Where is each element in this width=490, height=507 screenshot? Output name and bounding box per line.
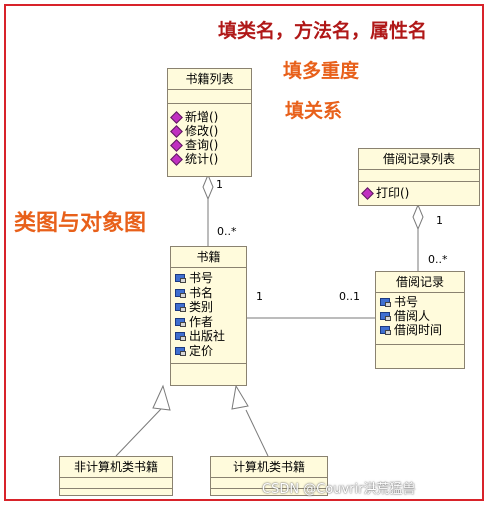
attribute-row: 作者 [171,315,246,330]
operation-row: 打印() [359,186,479,200]
attributes-section: 书号 书名 类别 作者 出版社 定价 [171,268,246,364]
class-name: 计算机类书籍 [211,457,327,478]
attributes-section: 书号 借阅人 借阅时间 [376,293,464,345]
class-borrow-record[interactable]: 借阅记录 书号 借阅人 借阅时间 [375,271,465,369]
attribute-label: 借阅人 [394,309,431,323]
multiplicity-book-many: 0..* [217,225,237,238]
attribute-row: 类别 [171,300,246,315]
operation-row: 修改() [168,124,251,138]
operation-icon [361,186,374,200]
class-non-cs-book[interactable]: 非计算机类书籍 [59,456,173,496]
operation-icon [170,138,183,152]
attribute-icon [380,298,391,307]
attribute-label: 书号 [394,295,419,309]
attribute-row: 定价 [171,344,246,359]
attribute-row: 书号 [376,295,464,309]
attributes-section [359,170,479,182]
generalization-arrow-right [231,384,249,410]
attribute-label: 书号 [189,271,214,286]
attribute-label: 书名 [189,285,214,300]
note-fill-names: 填类名，方法名，属性名 [218,20,428,42]
attributes-section [211,478,327,489]
diagram-title: 类图与对象图 [14,210,147,236]
operation-icon [170,152,183,166]
operations-section: 打印() [359,182,479,200]
operation-label: 打印() [376,186,410,200]
operation-icon [170,124,183,138]
attribute-label: 定价 [189,343,214,358]
generalization-noncs [115,408,162,457]
class-borrow-list[interactable]: 借阅记录列表 打印() [358,148,480,206]
class-book[interactable]: 书籍 书号 书名 类别 作者 出版社 定价 [170,246,247,386]
attribute-icon [175,274,186,284]
attribute-icon [175,332,186,342]
operation-row: 查询() [168,138,251,152]
attribute-row: 借阅时间 [376,323,464,337]
attribute-row: 出版社 [171,329,246,344]
attribute-row: 书名 [171,286,246,301]
attribute-icon [175,303,186,313]
operation-label: 统计() [185,152,219,166]
attribute-icon [175,317,186,327]
attribute-row: 书号 [171,271,246,286]
class-name: 借阅记录列表 [359,149,479,170]
aggregation-diamond-borrowlist [412,203,424,231]
attribute-icon [380,312,391,321]
multiplicity-borrow-many: 0..* [428,253,448,266]
generalization-arrow-left [152,384,171,411]
multiplicity-borrow-assoc: 0..1 [339,290,360,303]
attribute-label: 借阅时间 [394,323,443,337]
attribute-label: 作者 [189,314,214,329]
operations-section: 新增() 修改() 查询() 统计() [168,104,251,166]
attribute-icon [175,288,186,298]
attribute-label: 类别 [189,300,214,315]
class-name: 非计算机类书籍 [60,457,172,478]
attributes-section [168,90,251,104]
operation-label: 新增() [185,110,219,124]
class-name: 借阅记录 [376,272,464,293]
class-name: 书籍列表 [168,69,251,90]
note-fill-relations: 填关系 [285,100,343,122]
note-fill-multiplicity: 填多重度 [283,60,360,82]
operation-row: 统计() [168,152,251,166]
aggregation-diamond-booklist [202,173,214,201]
class-cs-book[interactable]: 计算机类书籍 [210,456,328,496]
operation-icon [170,110,183,124]
multiplicity-booklist: 1 [216,178,223,191]
multiplicity-book-assoc: 1 [256,290,263,303]
attribute-icon [175,346,186,356]
operation-label: 修改() [185,124,219,138]
operation-row: 新增() [168,110,251,124]
attribute-icon [380,326,391,335]
operation-label: 查询() [185,138,219,152]
generalization-cs [245,409,269,457]
attribute-row: 借阅人 [376,309,464,323]
class-book-list[interactable]: 书籍列表 新增() 修改() 查询() 统计() [167,68,252,177]
attribute-label: 出版社 [189,329,226,344]
class-name: 书籍 [171,247,246,268]
watermark: CSDN @Couvrir洪荒猛兽 [262,482,416,497]
multiplicity-borrowlist: 1 [436,214,443,227]
attributes-section [60,478,172,489]
